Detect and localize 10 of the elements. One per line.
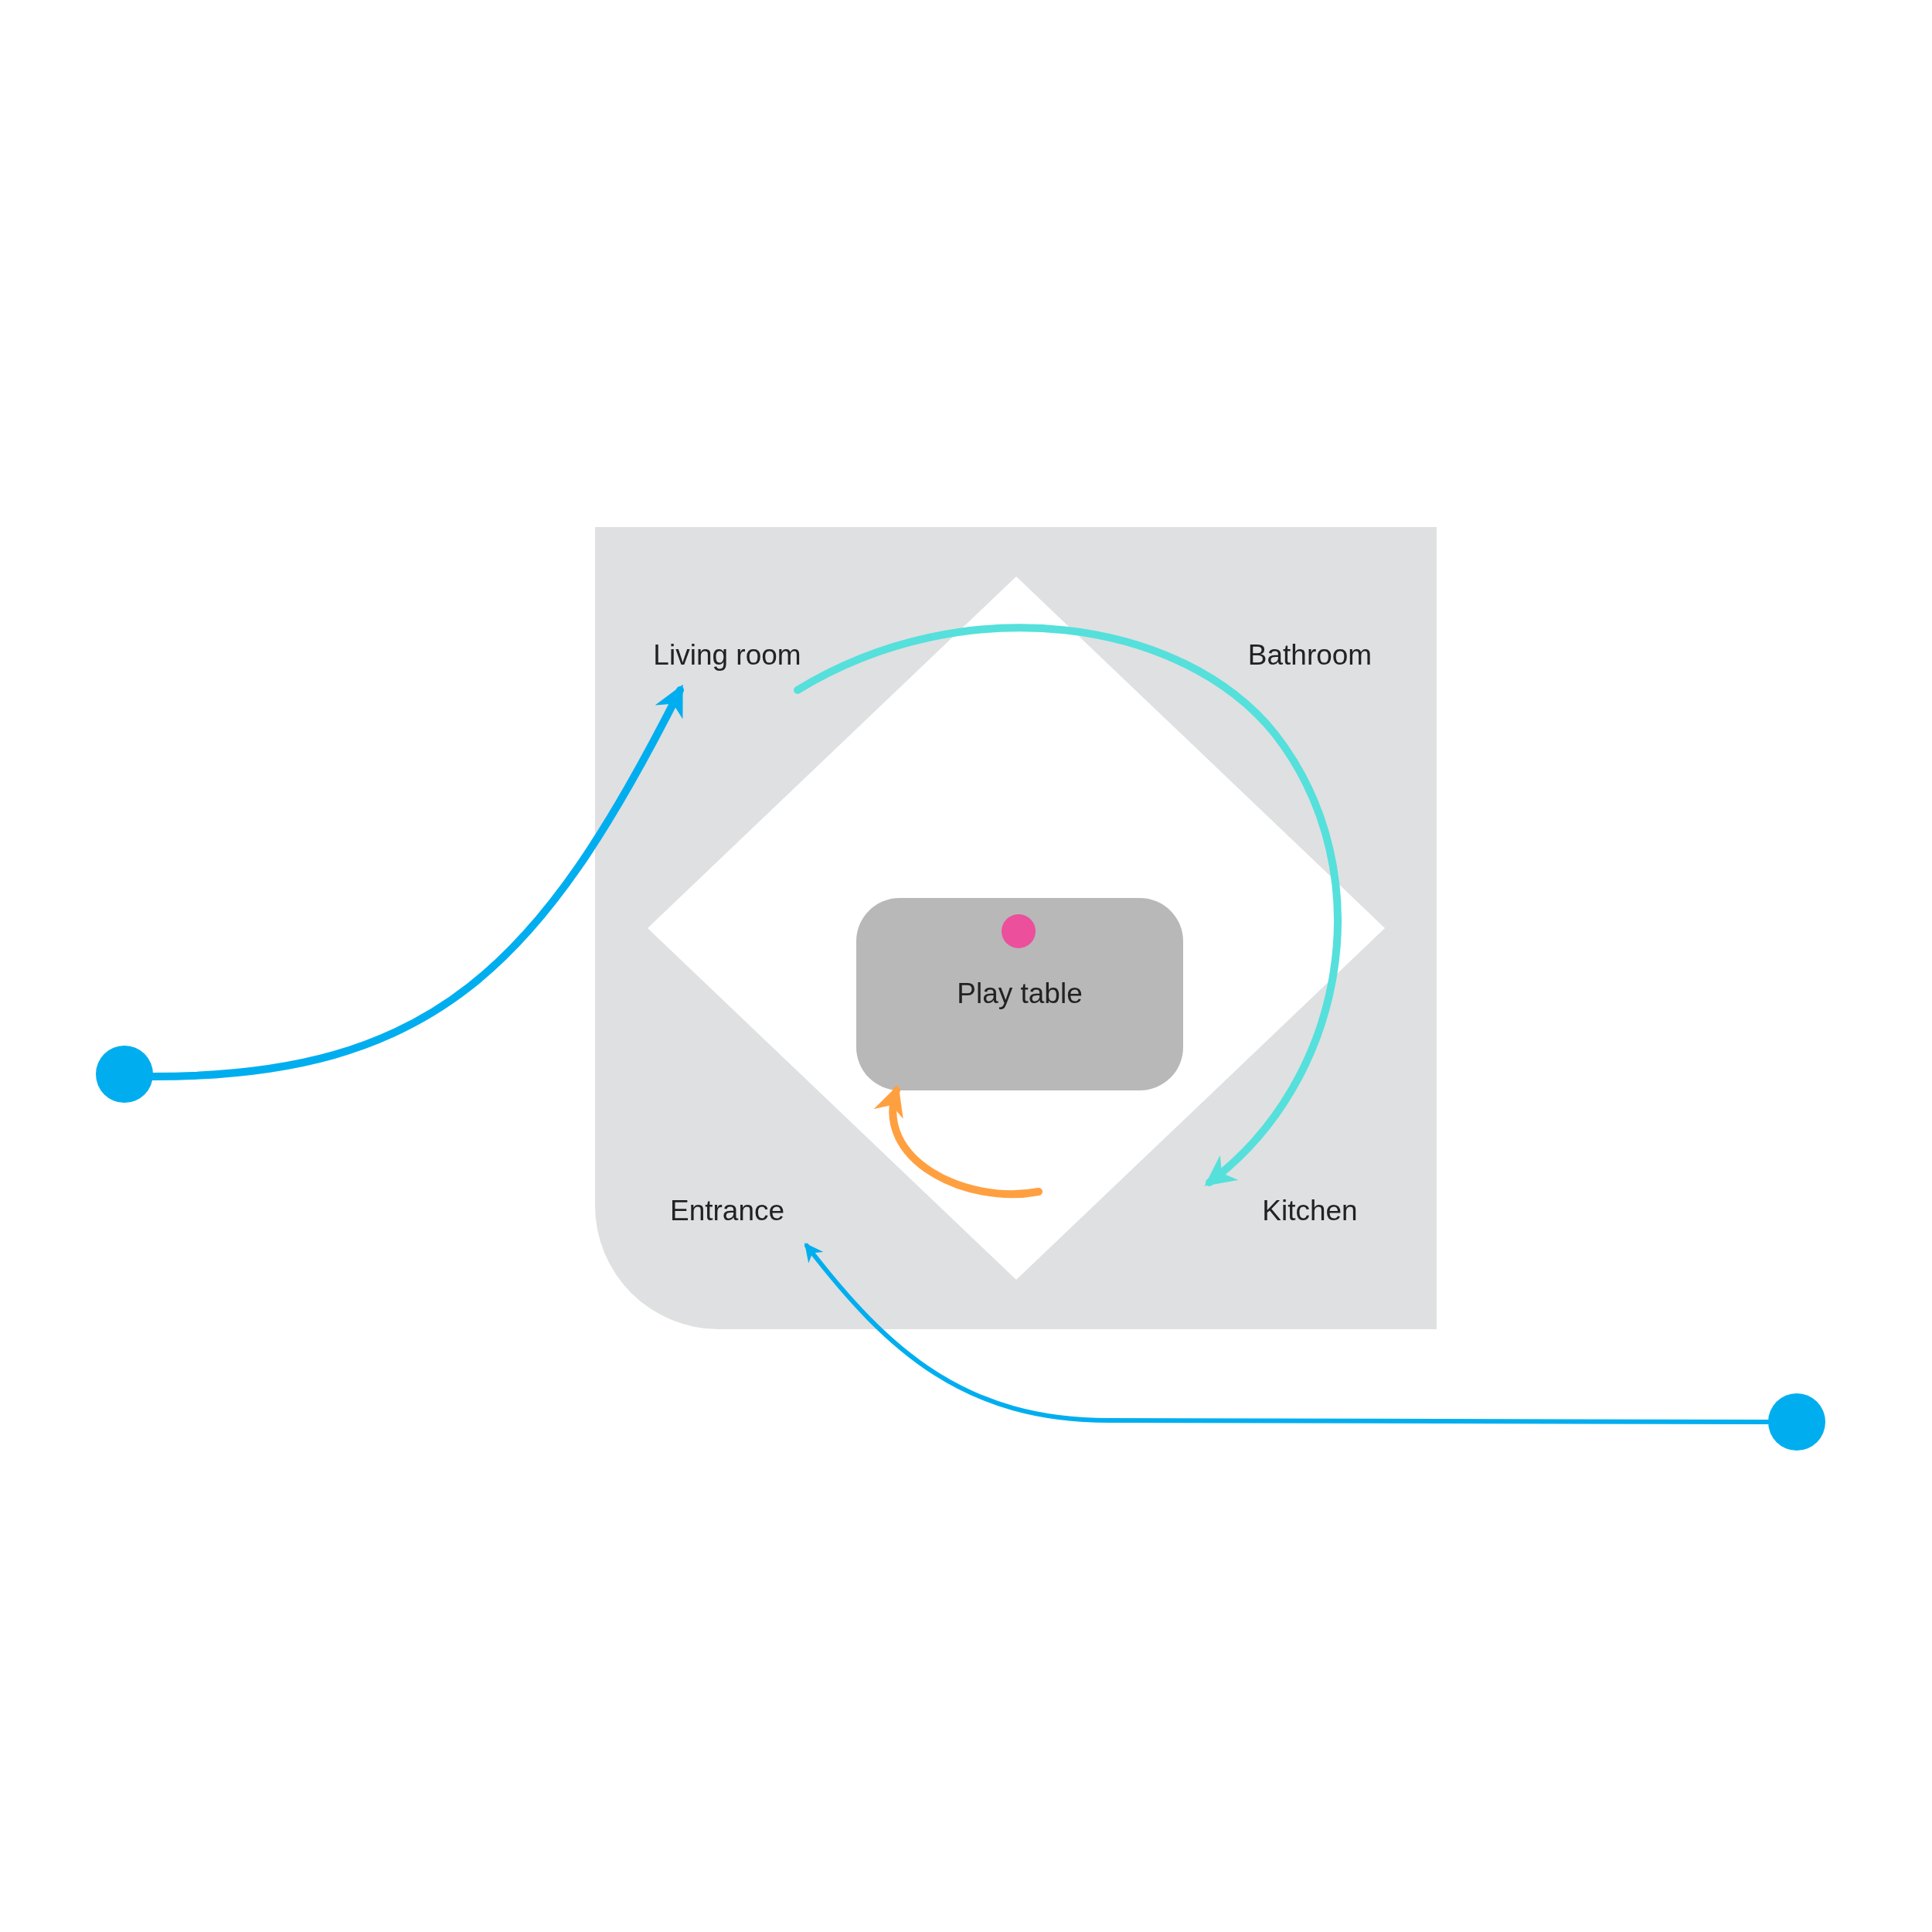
floor-area	[595, 527, 1437, 1329]
room-name: Living room	[653, 638, 801, 672]
play-table	[856, 898, 1183, 1090]
room-name: Entrance	[669, 1193, 785, 1228]
room-name: Bathroom	[1247, 638, 1372, 672]
table-label: Play table	[957, 977, 1083, 1012]
flow-arrow	[794, 624, 1342, 1187]
room-name: Kitchen	[1262, 1193, 1358, 1228]
flow-arrow	[804, 1243, 1770, 1424]
flow-arrow	[876, 1084, 1043, 1198]
